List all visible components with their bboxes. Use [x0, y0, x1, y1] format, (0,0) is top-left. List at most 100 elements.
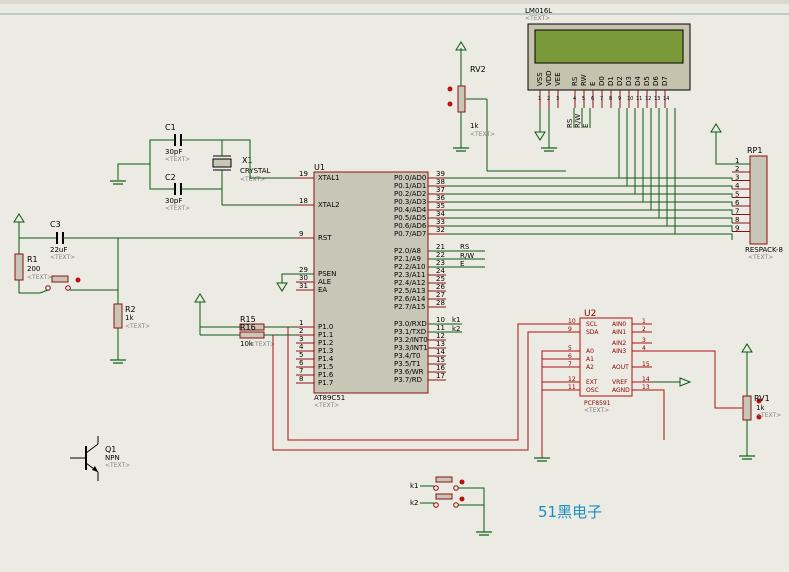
rp1-pin-num: 9	[735, 225, 739, 233]
r16-body	[239, 331, 265, 339]
lcd-pin-label: RW	[580, 74, 588, 86]
u1-pin-num: 2	[299, 327, 303, 335]
u1-pin-label: P1.6	[318, 371, 334, 379]
u2-pin-label: AIN2	[612, 340, 626, 347]
lcd-pin-num: 3	[556, 96, 559, 102]
c2-text: <TEXT>	[165, 205, 190, 212]
k2-button[interactable]	[435, 493, 453, 500]
u2-pin-num: 1	[642, 318, 646, 325]
net-k1-label: k1	[452, 316, 461, 324]
u1-pin-label: P0.4/AD4	[394, 206, 427, 214]
c2-value: 30pF	[165, 197, 182, 205]
u1-pin-label: P2.4/A12	[394, 279, 425, 287]
lcd-pin-num: 6	[591, 96, 594, 102]
lcd-text: <TEXT>	[525, 15, 550, 22]
net-rw-label: R/W	[460, 252, 474, 260]
rv2-pin-dot-2	[447, 101, 453, 107]
rp1-pin-num: 2	[735, 165, 739, 173]
lcd-pin-num: 2	[547, 96, 550, 102]
k2-label: k2	[410, 499, 419, 507]
rv1-potentiometer[interactable]: RV1 1k <TEXT>	[739, 343, 781, 460]
u1-pin-label: P2.1/A9	[394, 255, 421, 263]
u1-pin-num: 4	[299, 343, 304, 351]
u2-pin-label: AIN3	[612, 348, 626, 355]
rv2-potentiometer[interactable]: RV2 1k <TEXT>	[447, 41, 567, 172]
u1-pin-label: P0.6/AD6	[394, 222, 427, 230]
rp1-power-arrow	[710, 123, 722, 133]
u2-pin-num: 3	[642, 337, 646, 344]
net-e-label: E	[460, 260, 464, 268]
u1-part: AT89C51	[314, 394, 345, 402]
u1-pin-label: P0.0/AD0	[394, 174, 426, 182]
u1-pin-num: 21	[436, 243, 445, 251]
u1-name: U1	[314, 163, 325, 172]
lcd-pin-group: VSS1VDD2VEE3RS4RW5E6D07D18D29D310D411D51…	[536, 70, 669, 108]
u2-pin-label: AGND	[612, 387, 630, 394]
reset-switch-contact-b	[65, 285, 71, 291]
key-switches[interactable]: k1 k2	[410, 476, 492, 536]
u2-body	[579, 317, 633, 397]
u1-pin-num: 5	[299, 351, 303, 359]
rv2-power-arrow	[455, 41, 467, 51]
rp1-pin-num: 8	[735, 216, 739, 224]
crystal-oscillator[interactable]: C1 30pF <TEXT> C2 30pF <TEXT> X1 CRYSTAL…	[110, 123, 296, 212]
keys-common-wire	[458, 487, 485, 506]
watermark-text: 51黑电子	[538, 503, 602, 521]
u2-part: PCF8591	[584, 400, 611, 407]
u2-pin-num: 12	[568, 376, 576, 383]
u1-pin-num: 6	[299, 359, 304, 367]
k1-button[interactable]	[435, 476, 453, 483]
rv1-body	[742, 395, 752, 421]
q1-npn-transistor[interactable]: Q1 NPN <TEXT>	[70, 436, 130, 481]
net-k2-label: k2	[452, 325, 461, 333]
reset-circuit[interactable]: C3 22uF <TEXT> R1 200 <TEXT> R2 1k <TEXT…	[13, 213, 296, 364]
r15-r16-pullups[interactable]: R15 R16 10k <TEXT>	[194, 293, 296, 348]
p0-bus-rp1-line	[659, 217, 733, 223]
q1-emitter-arrow	[92, 466, 98, 472]
p0-bus-lcd-line	[446, 108, 620, 179]
u1-pin-num: 1	[299, 319, 303, 327]
u1-pin-label: P2.7/A15	[394, 303, 425, 311]
vref-arrow	[679, 377, 692, 387]
rv1-pin-dot-1	[756, 398, 762, 404]
u1-pin-label: P3.1/TXD	[394, 328, 426, 336]
u2-pin-label: EXT	[586, 379, 598, 386]
rv2-pin-dot-1	[447, 86, 453, 92]
reset-switch-dot	[75, 277, 81, 283]
lcd-pin-num: 7	[600, 96, 603, 102]
r16-name: R16	[240, 323, 256, 332]
net-rs-label: RS	[460, 243, 470, 251]
u1-text: <TEXT>	[314, 402, 339, 409]
rv2-text: <TEXT>	[470, 131, 495, 138]
i2c-sda-wire	[272, 331, 580, 451]
u1-pin-num: 24	[436, 267, 445, 275]
reset-switch-button[interactable]	[51, 275, 69, 283]
u1-pin-label: P2.6/A14	[394, 295, 426, 303]
lcd-pin-label: D6	[652, 76, 660, 86]
p0-bus-rp1-line	[675, 233, 733, 240]
k1-contact-a	[433, 485, 439, 491]
lcd-pin-num: 9	[618, 96, 621, 102]
lcd-rs-label: RS	[566, 118, 574, 128]
r16-text: <TEXT>	[250, 341, 275, 348]
lcd-pin-num: 14	[663, 96, 669, 102]
lcd-pin-num: 5	[582, 96, 585, 102]
u1-pin-num: 10	[436, 316, 445, 324]
u1-pin-num: 3	[299, 335, 303, 343]
u2-pin-label: AIN1	[612, 329, 626, 336]
c3-text: <TEXT>	[50, 254, 75, 261]
r15-name: R15	[240, 315, 256, 324]
r2-value: 1k	[125, 314, 134, 322]
xtal-wire-c2-x1	[181, 170, 223, 190]
u2-pin-num: 15	[642, 361, 650, 368]
rp1-power-wire	[715, 132, 750, 165]
u1-pin-label: P3.3/INT1	[394, 344, 428, 352]
lcd-lm016l[interactable]: LM016L <TEXT> VSS1VDD2VEE3RS4RW5E6D07D18…	[525, 7, 691, 108]
u1-pin-num: 22	[436, 251, 445, 259]
